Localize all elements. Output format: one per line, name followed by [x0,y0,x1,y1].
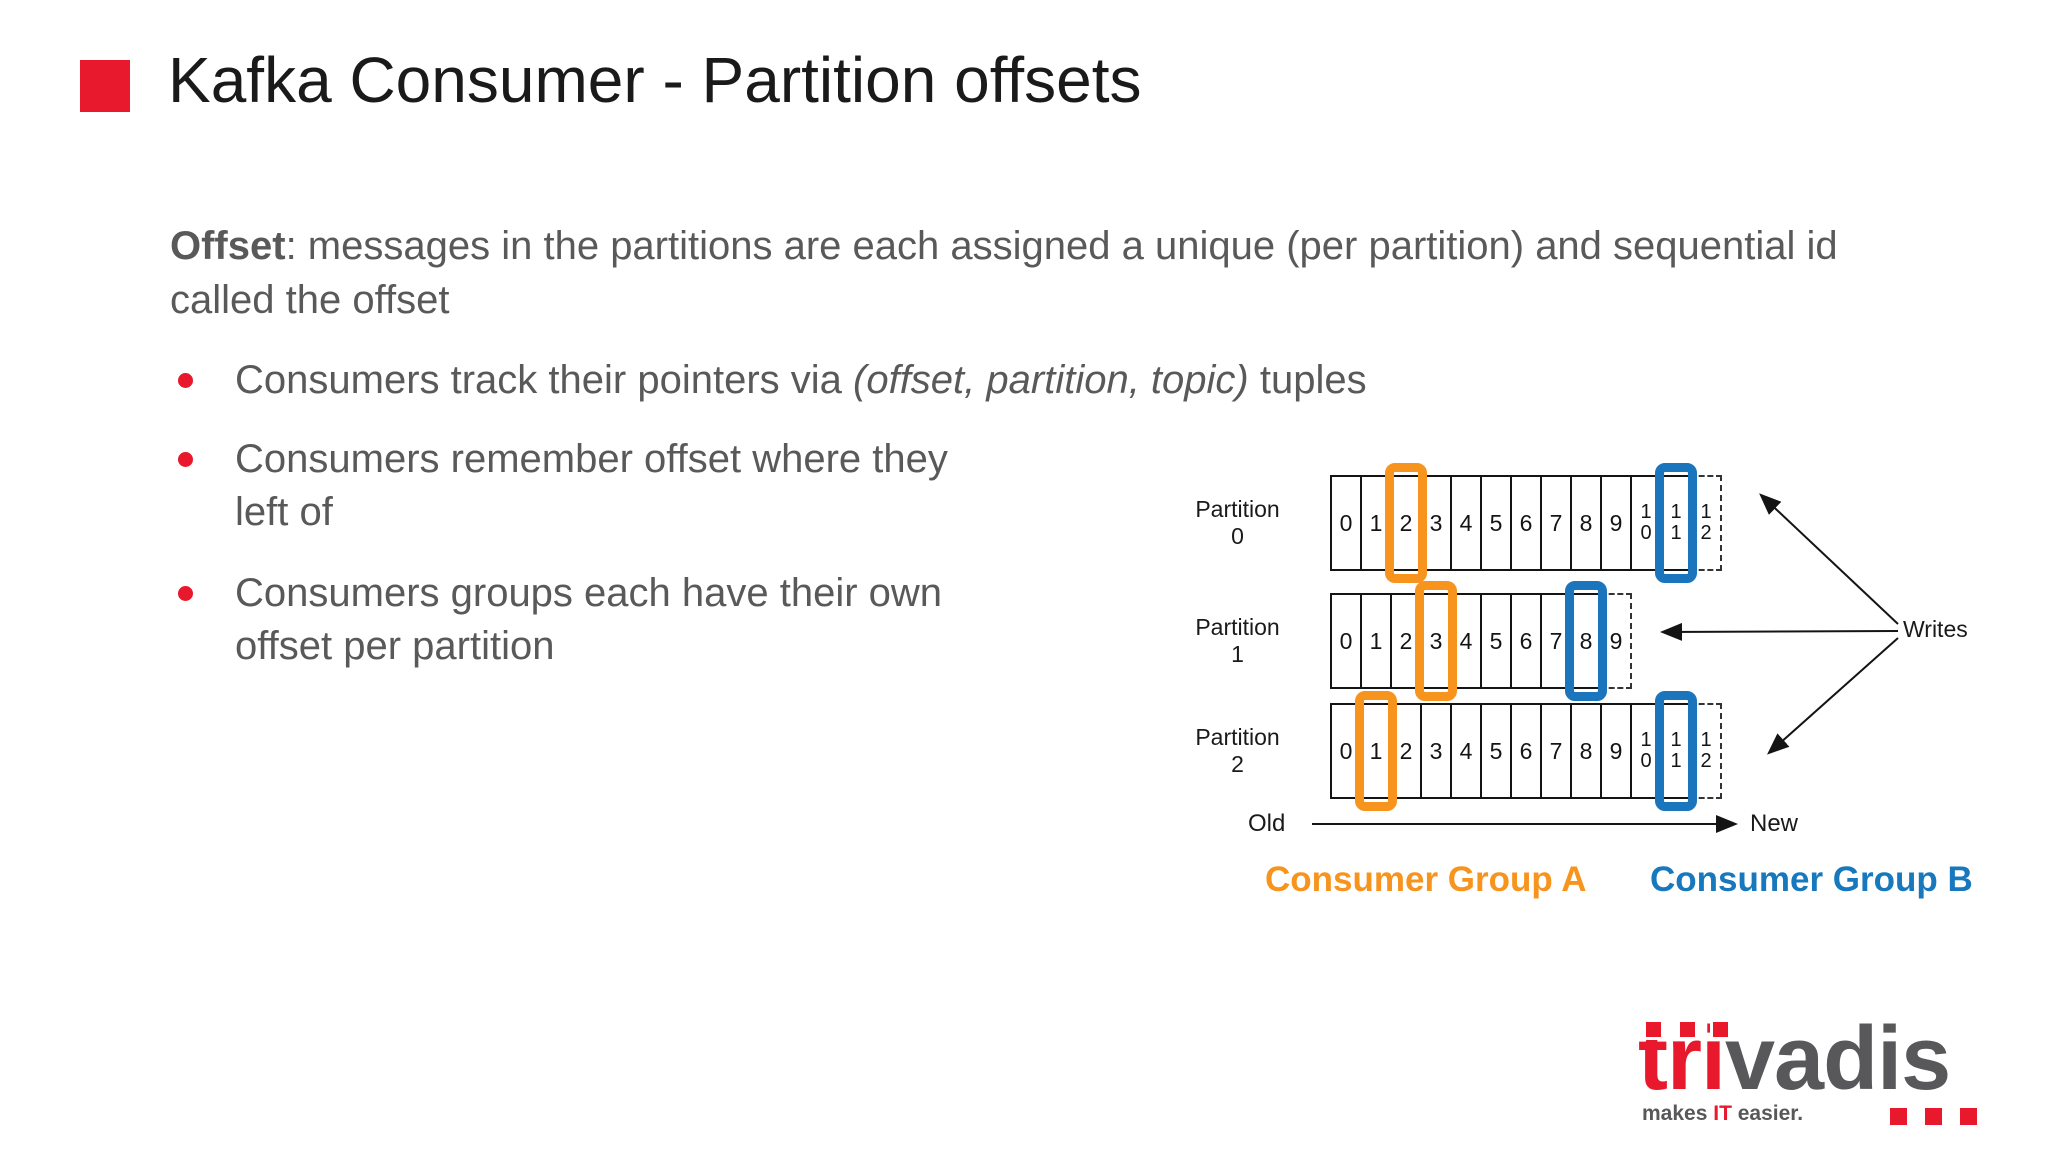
offset-cell-3: 3 [1415,581,1457,701]
group-b-offset-marker [1655,463,1697,583]
logo-tagline: makes IT easier. [1642,1102,1803,1126]
logo-square-dot [1960,1108,1977,1125]
trivadis-wordmark: trivadis [1638,1014,1951,1104]
offset-term: Offset [170,224,286,268]
writes-arrow-partition2 [1767,637,1899,755]
bullet-item-remember-offset: Consumers remember offset where they lef… [170,433,980,539]
offset-cell-1: 1 [1355,691,1397,811]
offset-cell-7: 7 [1540,475,1572,571]
bullet-dot [178,452,193,467]
tagline-post: easier. [1731,1102,1804,1125]
group-a-offset-marker [1355,691,1397,811]
tagline-pre: makes [1642,1102,1714,1125]
group-a-offset-marker [1385,463,1427,583]
group-b-offset-marker [1565,581,1607,701]
bullet-text: Consumers groups each have their own off… [235,571,943,668]
old-label: Old [1248,810,1286,837]
tagline-it: IT [1713,1102,1732,1125]
brand-gray-part: vadis [1725,1009,1951,1109]
writes-arrow-partition1 [1660,622,1899,641]
logo-square-dot [1677,1019,1698,1040]
consumer-group-b-label: Consumer Group B [1650,860,1973,899]
group-b-offset-marker [1655,691,1697,811]
logo-square-dot [1643,1019,1664,1040]
offset-definition-rest: : messages in the partitions are each as… [170,224,1838,322]
logo-square-dot [1890,1108,1907,1125]
diagram-arrows [1312,493,1899,833]
offset-cell-4: 4 [1450,703,1482,799]
offset-cell-9: 9 [1600,475,1632,571]
new-label: New [1750,810,1799,837]
bullet-dot [178,373,193,388]
logo-dots [1890,1108,1977,1125]
slide-title: Kafka Consumer - Partition offsets [168,44,1142,116]
writes-arrow-partition0 [1759,493,1899,625]
offset-cell-6: 6 [1510,475,1542,571]
writes-label: Writes [1903,616,1968,642]
bullet-text: Consumers remember offset where they lef… [235,437,948,534]
bullet-item-group-offset: Consumers groups each have their own off… [170,567,980,673]
offset-cell-8: 8 [1570,703,1602,799]
offset-cell-0: 0 [1330,475,1362,571]
offset-cell-8: 8 [1565,581,1607,701]
offset-cell-2: 2 [1385,463,1427,583]
bullet-item-track-pointers: Consumers track their pointers via (offs… [170,354,1685,407]
offset-cell-3: 3 [1420,703,1452,799]
bullet-text-italic: (offset, partition, topic) [853,358,1249,402]
offset-cell-6: 6 [1510,703,1542,799]
logo-square-dot [1710,1019,1731,1040]
trivadis-logo: trivadis makes IT easier. [1638,1014,2038,1144]
group-a-offset-marker [1415,581,1457,701]
bullet-dot [178,586,193,601]
red-square-bullet [80,60,130,112]
offset-definition: Offset: messages in the partitions are e… [170,219,1870,327]
bullet-text-post: tuples [1248,358,1367,402]
consumer-group-a-label: Consumer Group A [1265,860,1587,899]
logo-square-dot [1925,1108,1942,1125]
bullet-text-pre: Consumers track their pointers via [235,358,854,402]
bullet-text: Consumers track their pointers via (offs… [235,354,1685,407]
